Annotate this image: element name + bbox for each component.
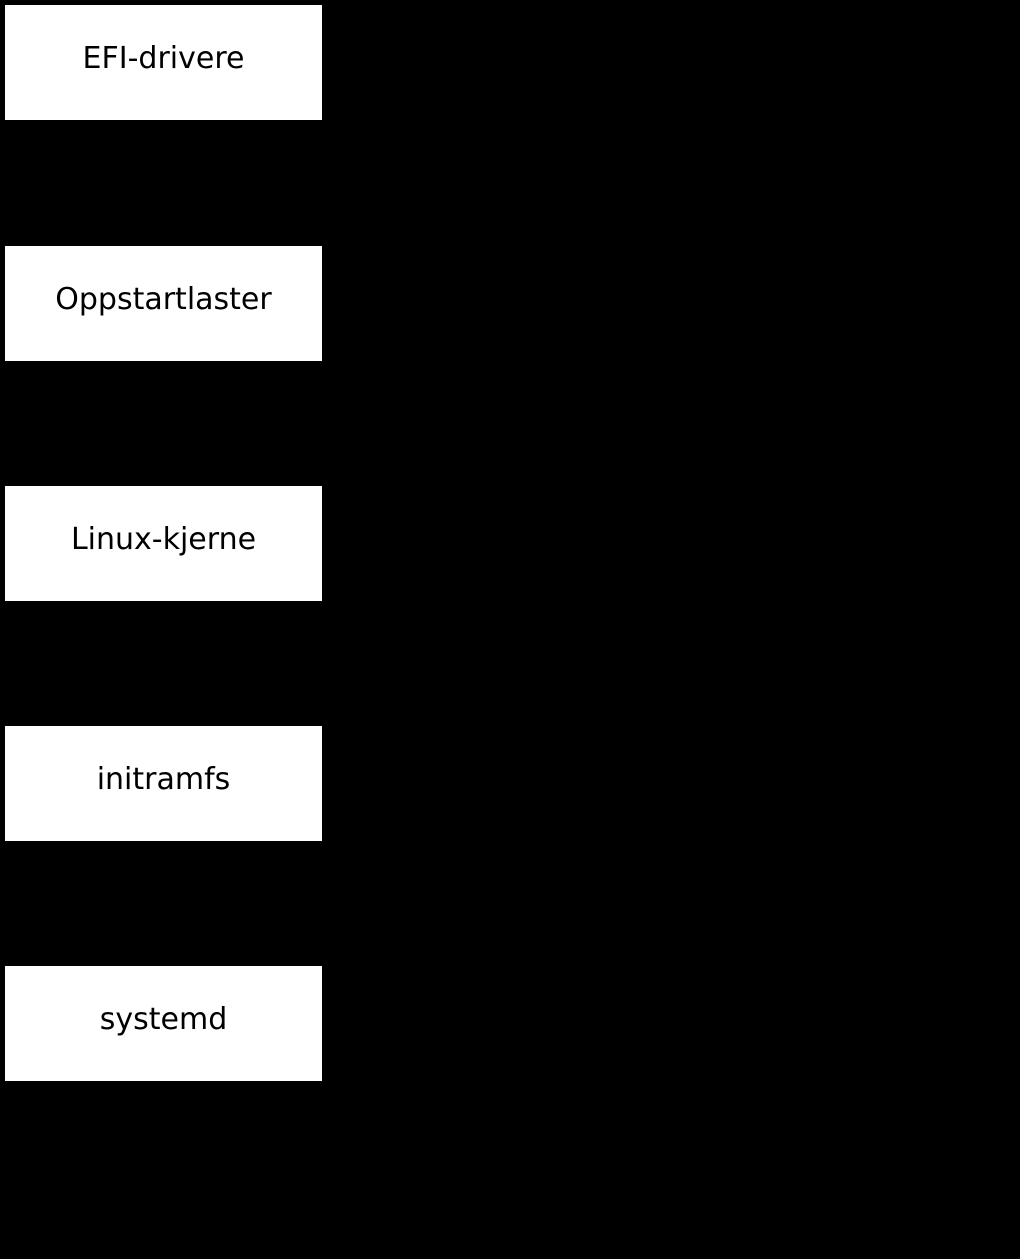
diagram-node-label: initramfs [96,761,231,797]
diagram-node-efi-drivere[interactable]: EFI-drivere [5,5,322,120]
diagram-node-oppstartlaster[interactable]: Oppstartlaster [5,246,322,361]
diagram-node-linux-kjerne[interactable]: Linux-kjerne [5,486,322,601]
diagram-node-label: Oppstartlaster [55,281,272,317]
diagram-node-label: Linux-kjerne [70,521,257,557]
diagram-node-label: systemd [99,1001,228,1037]
diagram-node-systemd[interactable]: systemd [5,966,322,1081]
diagram-node-initramfs[interactable]: initramfs [5,726,322,841]
diagram-node-label: EFI-drivere [82,40,245,76]
